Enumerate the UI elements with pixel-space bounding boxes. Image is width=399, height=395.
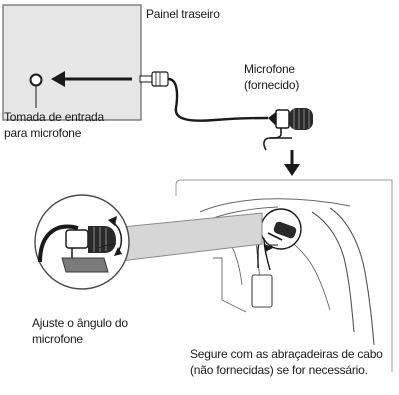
mic-detail [38,224,116,273]
adjust-angle-label-line2: microfone [32,332,83,346]
insert-arrow [51,71,132,87]
rotate-arrows-icon [97,216,123,256]
down-arrow [284,150,300,176]
mic-plug [139,71,169,87]
mic-jack-label-line1: Tomada de entrada [4,110,105,124]
adjust-angle-label-line1: Ajuste o ângulo do [32,316,128,330]
secure-cable-label-line1: Segure com as abraçadeiras de cabo [190,347,383,361]
mic-input-jack [29,73,43,87]
rear-panel [2,4,142,121]
mic-jack-label-line2: para microfone [4,126,82,140]
dashboard-illustration-frame [175,179,393,372]
microphone-label-line1: Microfone [244,62,295,76]
mic-cable [167,77,269,122]
secure-cable-label-line2: (não fornecidas) se for necessário. [190,363,368,377]
microphone [263,108,313,151]
microphone-label-line2: (fornecido) [244,78,300,92]
rear-panel-label: Painel traseiro [146,7,220,21]
magnifier-connector [111,212,263,263]
